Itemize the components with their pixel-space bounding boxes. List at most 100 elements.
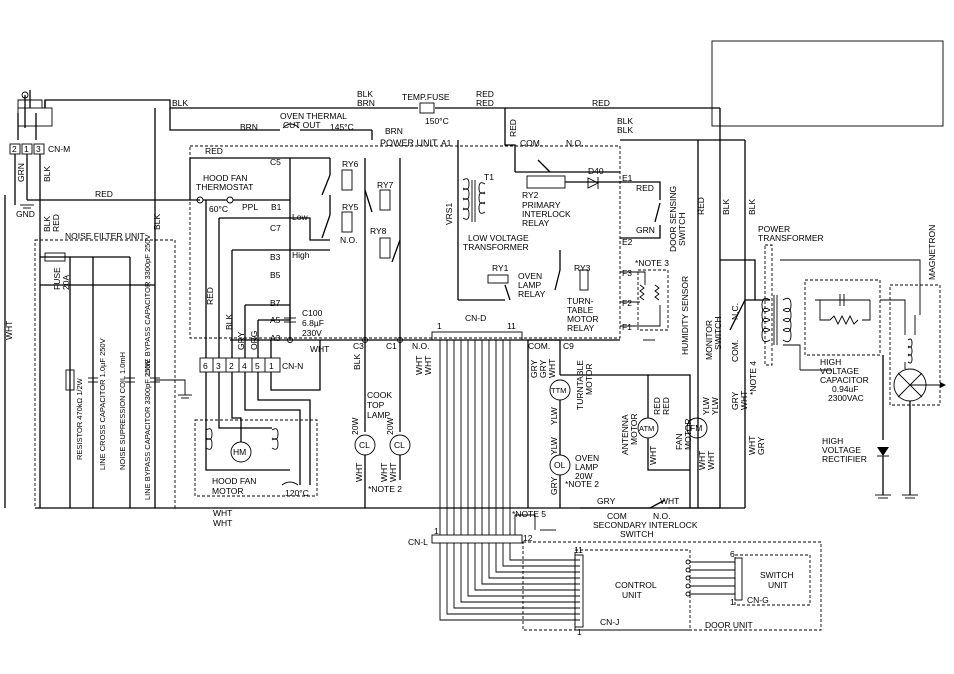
label-red-a: RED	[476, 89, 494, 99]
noise-filter-internal	[35, 240, 720, 509]
ry7-coil	[379, 189, 391, 211]
harness-cn-l-to-cn-j	[439, 543, 580, 621]
ry5-coil	[341, 211, 353, 233]
label-hood-motor-1: HOOD FAN	[212, 476, 256, 486]
label-20w-1: 20W	[350, 418, 360, 435]
label-door-unit: DOOR UNIT	[705, 620, 753, 630]
label-f1: F1	[622, 322, 632, 332]
label-ol-2: LAMP	[575, 462, 598, 472]
label-hm-120: 120°C	[285, 488, 309, 498]
label-cnd-1: 1	[437, 321, 442, 331]
label-cg-6: 6	[730, 549, 735, 559]
label-no-ry5: N.O.	[340, 235, 357, 245]
label-gry-r: GRY	[756, 436, 766, 455]
label-b7: B7	[270, 298, 281, 308]
label-grn: GRN	[16, 163, 26, 182]
label-sw-1: SWITCH	[760, 570, 794, 580]
label-fuse-2: 20A	[61, 275, 71, 290]
hm-text: HM	[233, 447, 246, 457]
label-cnl-1: 1	[434, 526, 439, 536]
label-c100-1: C100	[302, 308, 323, 318]
label-ry8: RY8	[370, 226, 387, 236]
label-blk-red-2: RED	[51, 214, 61, 232]
label-temp-fuse: TEMP.FUSE	[402, 92, 450, 102]
label-c100-3: 230V	[302, 328, 322, 338]
label-f3: F3	[622, 268, 632, 278]
label-blk-r2: BLK	[617, 125, 633, 135]
label-cook-2: TOP	[367, 400, 385, 410]
pt-secondary	[782, 297, 792, 343]
harness-cn-d-to-cn-l	[439, 340, 511, 535]
label-hvc-1: HIGH	[820, 357, 841, 367]
label-high: High	[292, 250, 310, 260]
label-fuse-1: FUSE	[52, 267, 62, 290]
ry2-coil	[526, 175, 566, 189]
label-c1: C1	[386, 341, 397, 351]
label-hvc-4: 0.94uF	[832, 384, 858, 394]
top-power-lines	[44, 99, 746, 508]
label-20w-2: 20W	[385, 418, 395, 435]
atm-text: ATM	[639, 424, 654, 433]
label-sec-1: SECONDARY INTERLOCK	[593, 520, 698, 530]
label-no-sec: N.O.	[653, 511, 670, 521]
label-wht-atm: WHT	[648, 446, 658, 465]
label-gry-1: GRY	[529, 359, 539, 378]
humidity-sensor-box	[637, 269, 669, 331]
cn-n-3: 3	[216, 361, 221, 371]
label-ry1: RY1	[492, 263, 509, 273]
cn-n-connector	[199, 357, 281, 373]
label-lvt-2: TRANSFORMER	[463, 242, 529, 252]
label-a1: A1	[441, 138, 452, 148]
label-cook-1: COOK	[367, 390, 392, 400]
label-wht-c9: WHT	[547, 359, 557, 378]
label-tt-relay-2: TABLE	[567, 305, 594, 315]
cn-g-connector	[734, 557, 743, 601]
label-org-mid: ORG	[249, 331, 259, 350]
label-cook-3: LAMP	[367, 410, 390, 420]
label-pt-1: POWER	[758, 224, 790, 234]
label-com-mon: COM.	[730, 340, 740, 362]
label-ry2: RY2	[522, 190, 539, 200]
humidity-resistor-1	[639, 284, 645, 301]
label-gry-ol: GRY	[549, 476, 559, 495]
fm-text: FM	[690, 423, 702, 433]
lvt-primary	[462, 178, 470, 220]
label-tt-relay-1: TURN-	[567, 296, 594, 306]
ol-text: OL	[554, 460, 566, 470]
label-ol-relay-2: LAMP	[518, 280, 541, 290]
label-ry7: RY7	[377, 180, 394, 190]
label-c5: C5	[270, 157, 281, 167]
label-note5: *NOTE 5	[512, 509, 546, 519]
label-wht-cl1: WHT	[354, 463, 364, 482]
label-note3: *NOTE 3	[635, 258, 669, 268]
label-fan-1: FAN	[674, 433, 684, 450]
pt-box	[764, 244, 773, 366]
ttm-text: TTM	[551, 386, 566, 395]
label-red-b: RED	[476, 98, 494, 108]
label-grn-e2: GRN	[636, 225, 655, 235]
hv-rectifier-diode	[877, 447, 889, 456]
label-oven-cutout-3: 145°C	[330, 122, 354, 132]
label-c100-2: 6.8µF	[302, 318, 324, 328]
label-wht-cnd2: WHT	[423, 356, 433, 375]
label-mon-1: MONITOR	[704, 320, 714, 360]
label-hvc-3: CAPACITOR	[820, 375, 869, 385]
label-oven-cutout-2: CUT OUT	[283, 120, 321, 130]
label-hood-therm-2: THERMOSTAT	[196, 182, 253, 192]
humidity-resistor-2	[654, 284, 660, 301]
hood-fan-motor-box	[194, 419, 318, 497]
label-c3: C3	[353, 341, 364, 351]
label-red-c: RED	[592, 98, 610, 108]
cn-n-2: 2	[229, 361, 234, 371]
label-ol-3: 20W	[575, 471, 592, 481]
label-brn-top: BRN	[240, 122, 258, 132]
label-b3: B3	[270, 252, 281, 262]
label-lvt-1: LOW VOLTAGE	[468, 233, 529, 243]
cl2-text: CL	[394, 440, 405, 450]
label-pt-2: TRANSFORMER	[758, 233, 824, 243]
label-blk-brn-a: BLK	[357, 89, 373, 99]
label-mon-2: SWITCH	[713, 316, 723, 350]
label-line-cross-cap: LINE CROSS CAPACITOR 1.0µF 250V	[98, 338, 107, 470]
label-blk-v1: BLK	[721, 199, 731, 215]
label-red-v1: RED	[696, 197, 706, 215]
